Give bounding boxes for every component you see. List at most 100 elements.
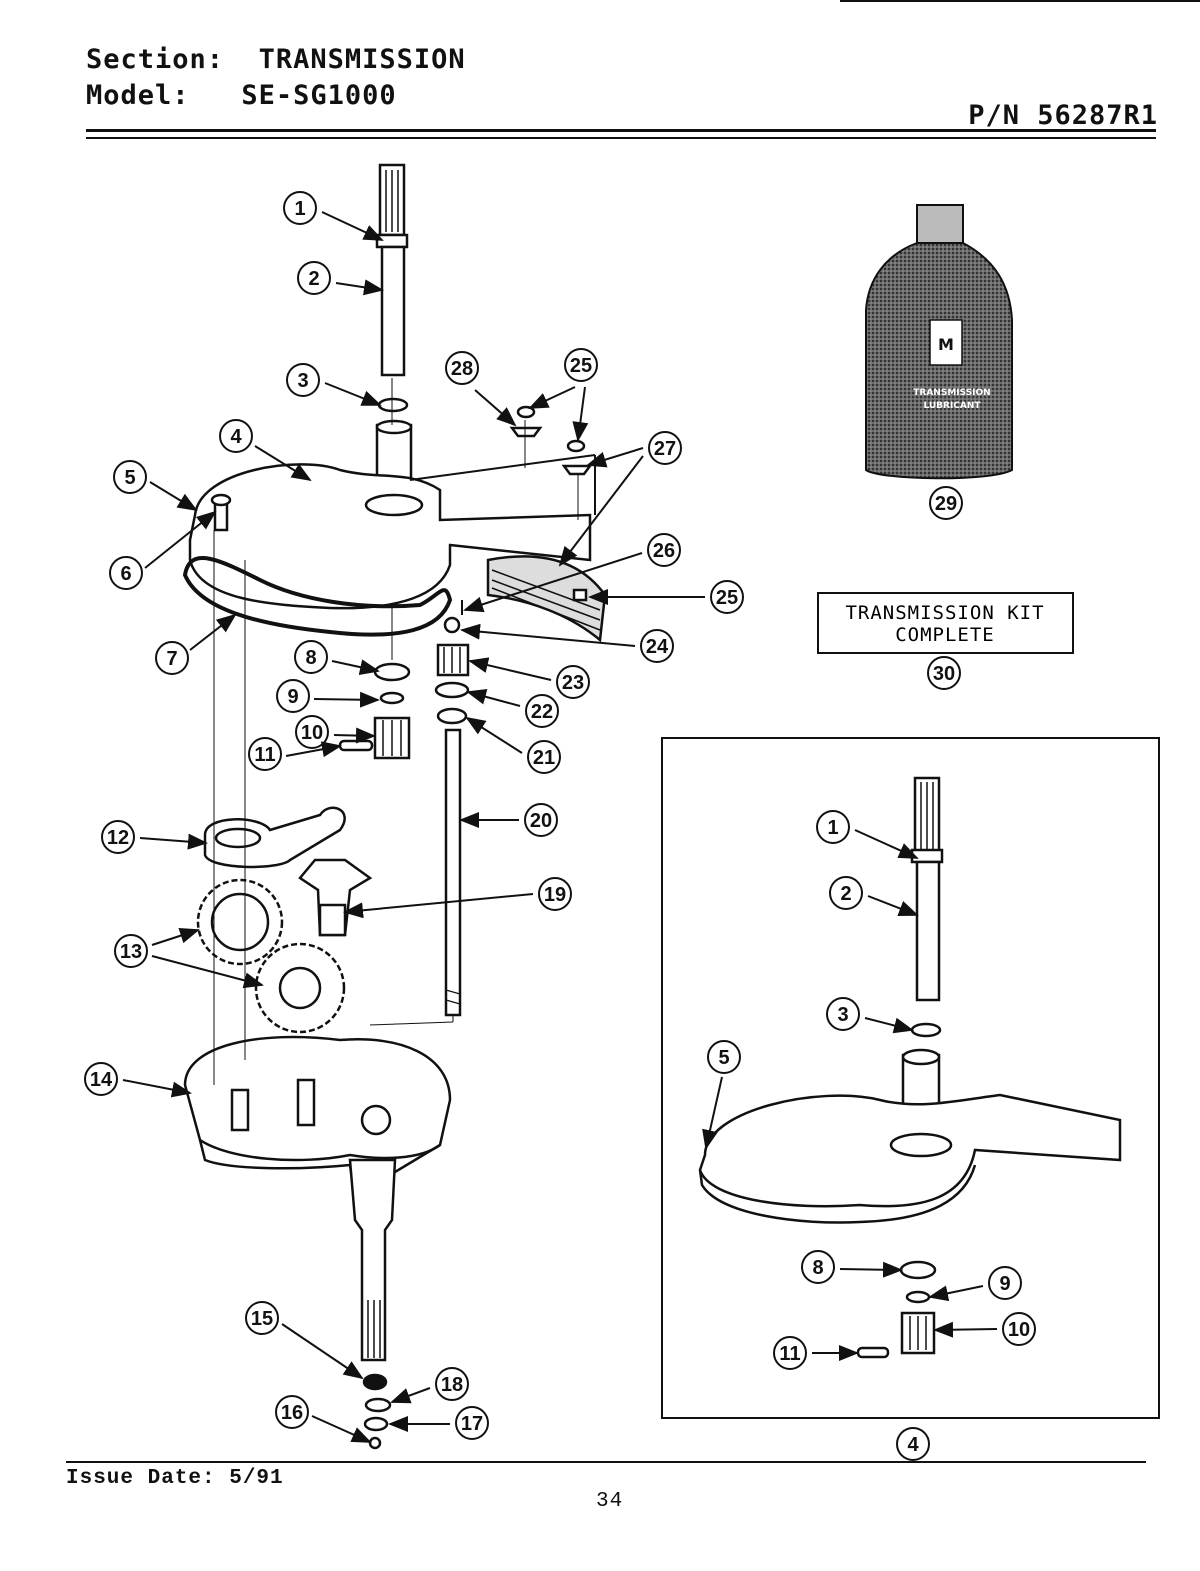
bottle-label-line2: LUBRICANT	[923, 401, 981, 411]
nut-25a	[516, 405, 536, 419]
callout-label-13: 13	[120, 941, 142, 963]
inset-callout-circle-8	[801, 1250, 835, 1284]
callout-leader-28	[474, 389, 517, 427]
callout-circle-2	[297, 261, 331, 295]
callout-circle-15	[245, 1301, 279, 1335]
inset-callout-label-4: 4	[907, 1434, 919, 1456]
callout-circle-23	[556, 665, 590, 699]
callout-label-30: 30	[933, 663, 955, 685]
model-value: SE-SG1000	[241, 80, 397, 111]
callout-leader-27	[586, 447, 644, 468]
inset-callout-label-3: 3	[837, 1004, 848, 1026]
inset-callout-circle-2	[829, 876, 863, 910]
callout-circle-19	[538, 877, 572, 911]
callout-circle-18	[435, 1367, 469, 1401]
model-label: Model:	[86, 80, 190, 111]
part-number: P/N 56287R1	[968, 100, 1158, 131]
inset-callout-circle-4	[896, 1427, 930, 1461]
callout-leader-13	[151, 927, 200, 946]
header-rule-bottom	[86, 137, 1156, 139]
section-label: Section:	[86, 44, 225, 75]
callout-leader-24	[460, 623, 636, 647]
callout-leader-1	[321, 211, 384, 241]
callout-label-19: 19	[544, 884, 566, 906]
inset-callout-circle-9	[988, 1266, 1022, 1300]
lubricant-bottle-29: M TRANSMISSION LUBRICANT	[865, 204, 1013, 480]
callout-leader-3	[324, 382, 382, 406]
callout-label-18: 18	[441, 1374, 463, 1396]
segment-gear-19	[298, 858, 373, 937]
callout-label-12: 12	[107, 827, 129, 849]
callout-circle-29	[929, 486, 963, 520]
callout-label-1: 1	[294, 198, 305, 220]
section-heading: Section: TRANSMISSION	[86, 44, 466, 75]
crank-arm-12	[203, 806, 346, 869]
callout-circle-27	[648, 431, 682, 465]
main-assembly	[182, 163, 607, 1450]
callout-leader-27	[558, 455, 644, 567]
callout-circle-11	[248, 737, 282, 771]
washer-18	[364, 1397, 392, 1413]
callout-leader-15	[281, 1323, 364, 1380]
header-rule-top	[86, 129, 1156, 132]
inset-callout-circle-10	[1002, 1312, 1036, 1346]
callout-label-5: 5	[124, 467, 135, 489]
washer-8	[373, 662, 411, 682]
pinion-gear-23	[436, 643, 470, 677]
model-heading: Model: SE-SG1000	[86, 80, 397, 111]
callout-circle-1	[283, 191, 317, 225]
callout-leader-16	[311, 1415, 372, 1443]
callout-label-21: 21	[533, 747, 555, 769]
callout-label-28: 28	[451, 358, 473, 380]
callout-label-24: 24	[646, 636, 669, 658]
callout-label-11: 11	[254, 744, 275, 766]
callout-label-9: 9	[287, 686, 298, 708]
callout-leader-11	[285, 741, 342, 758]
callout-label-25: 25	[716, 587, 738, 609]
callout-leader-9	[313, 691, 380, 708]
callout-circle-30	[927, 656, 961, 690]
transmission-kit-box: TRANSMISSION KIT COMPLETE	[817, 592, 1074, 654]
inset-callout-label-2: 2	[840, 883, 851, 905]
callout-circle-16	[275, 1395, 309, 1429]
callout-label-2: 2	[308, 268, 319, 290]
bottle-label-line1: TRANSMISSION	[913, 388, 990, 398]
callout-leader-2	[335, 279, 384, 296]
inset-callout-circle-3	[826, 997, 860, 1031]
inset-callout-leader-5	[702, 1076, 723, 1150]
inset-frame	[661, 737, 1160, 1419]
inset-callout-leader-3	[864, 1017, 914, 1034]
callout-circle-26	[647, 533, 681, 567]
inset-callout-label-10: 10	[1008, 1319, 1030, 1341]
callout-label-17: 17	[461, 1413, 483, 1435]
callout-circle-3	[286, 363, 320, 397]
kit-label-line1: TRANSMISSION KIT	[845, 602, 1044, 624]
callout-circle-5	[113, 460, 147, 494]
washer-17	[363, 1416, 389, 1432]
callout-label-23: 23	[562, 672, 584, 694]
washer-22	[434, 681, 470, 699]
callout-leader-14	[122, 1079, 192, 1098]
callout-leader-25	[572, 386, 589, 442]
washer-21	[436, 707, 468, 725]
callout-label-14: 14	[90, 1069, 113, 1091]
clip-28	[509, 426, 543, 438]
callout-circle-28	[445, 351, 479, 385]
callout-leader-23	[468, 657, 552, 681]
callout-leader-26	[463, 552, 643, 613]
callout-label-15: 15	[251, 1308, 273, 1330]
agitator-shaft	[375, 163, 409, 377]
callout-circle-6	[109, 556, 143, 590]
callout-label-8: 8	[305, 647, 316, 669]
callout-circle-8	[294, 640, 328, 674]
callout-circle-12	[101, 820, 135, 854]
callout-circle-14	[84, 1062, 118, 1096]
footer-rule	[66, 1461, 1146, 1463]
seal-15	[362, 1373, 388, 1391]
callout-label-6: 6	[120, 563, 131, 585]
inset-assembly	[698, 776, 1122, 1359]
screw-16	[368, 1436, 382, 1450]
callout-leader-25	[528, 386, 576, 409]
